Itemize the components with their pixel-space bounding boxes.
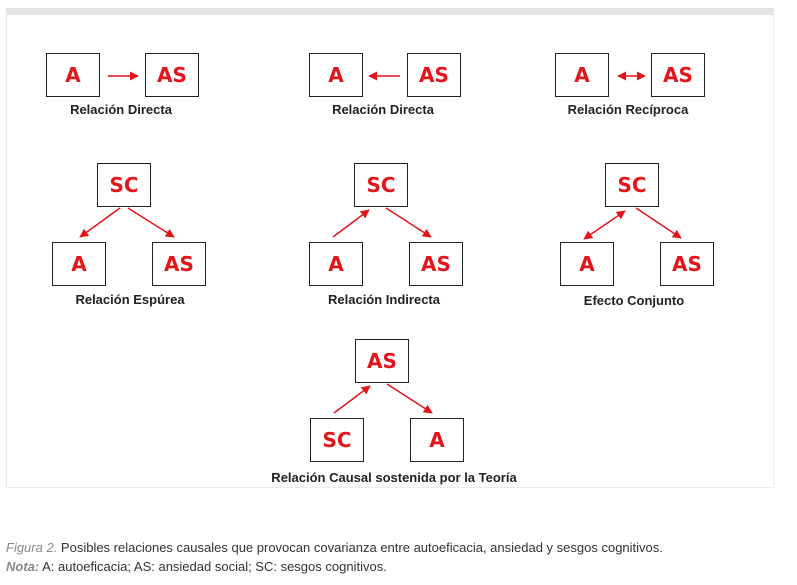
node-as-d3: AS [651, 53, 705, 97]
figure-label: Figura 2. [6, 540, 58, 555]
node-as-d7: AS [355, 339, 409, 383]
note-label: Nota: [6, 559, 40, 574]
label-d4: Relación Espúrea [75, 292, 185, 307]
node-a-d6: A [560, 242, 614, 286]
node-as-d1: AS [145, 53, 199, 97]
label-d1: Relación Directa [70, 102, 172, 117]
note-text: A: autoeficacia; AS: ansiedad social; SC… [39, 559, 387, 574]
node-as-d4: AS [152, 242, 206, 286]
label-d7: Relación Causal sostenida por la Teoría [271, 470, 517, 485]
node-as-d6: AS [660, 242, 714, 286]
node-a-d4: A [52, 242, 106, 286]
node-sc-d4: SC [97, 163, 151, 207]
node-sc-d6: SC [605, 163, 659, 207]
figure-text: Posibles relaciones causales que provoca… [57, 540, 663, 555]
node-as-d5: AS [409, 242, 463, 286]
node-as-d2: AS [407, 53, 461, 97]
label-d5: Relación Indirecta [328, 292, 440, 307]
node-sc-d7: SC [310, 418, 364, 462]
note-caption: Nota: A: autoeficacia; AS: ansiedad soci… [6, 559, 387, 574]
node-a-d7: A [410, 418, 464, 462]
node-a-d2: A [309, 53, 363, 97]
label-d6: Efecto Conjunto [583, 293, 685, 308]
figure-caption: Figura 2. Posibles relaciones causales q… [6, 540, 663, 555]
node-a-d3: A [555, 53, 609, 97]
label-d3: Relación Recíproca [567, 102, 689, 117]
node-a-d5: A [309, 242, 363, 286]
label-d2: Relación Directa [332, 102, 434, 117]
node-sc-d5: SC [354, 163, 408, 207]
node-a-d1: A [46, 53, 100, 97]
